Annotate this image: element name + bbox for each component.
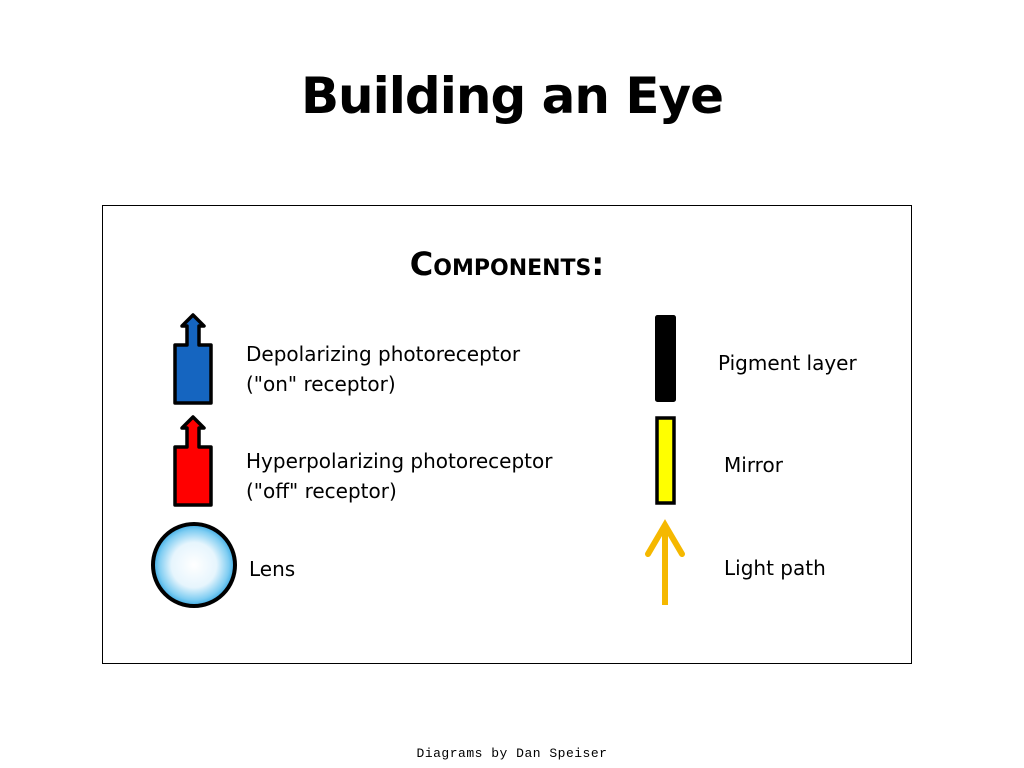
hyperpolarizing-label-line1: Hyperpolarizing photoreceptor xyxy=(246,449,553,473)
hyperpolarizing-photoreceptor-label: Hyperpolarizing photoreceptor ("off" rec… xyxy=(246,446,552,506)
pigment-layer-icon xyxy=(654,314,678,404)
depolarizing-label-line1: Depolarizing photoreceptor xyxy=(246,342,521,366)
mirror-label: Mirror xyxy=(724,453,783,477)
slide-title: Building an Eye xyxy=(300,67,724,125)
blue-photoreceptor-icon xyxy=(168,312,218,406)
red-photoreceptor-icon xyxy=(168,414,218,508)
light-path-arrow-icon xyxy=(644,518,688,608)
lens-label: Lens xyxy=(249,557,296,581)
components-heading: Components: xyxy=(409,245,605,283)
pigment-layer-label: Pigment layer xyxy=(718,351,857,375)
diagram-credit: Diagrams by Dan Speiser xyxy=(416,746,608,761)
light-path-label: Light path xyxy=(724,556,826,580)
hyperpolarizing-label-line2: ("off" receptor) xyxy=(246,479,397,503)
mirror-icon xyxy=(654,416,678,506)
depolarizing-label-line2: ("on" receptor) xyxy=(246,372,396,396)
depolarizing-photoreceptor-label: Depolarizing photoreceptor ("on" recepto… xyxy=(246,339,520,399)
lens-icon xyxy=(150,521,240,611)
components-panel: Components: xyxy=(102,205,912,664)
